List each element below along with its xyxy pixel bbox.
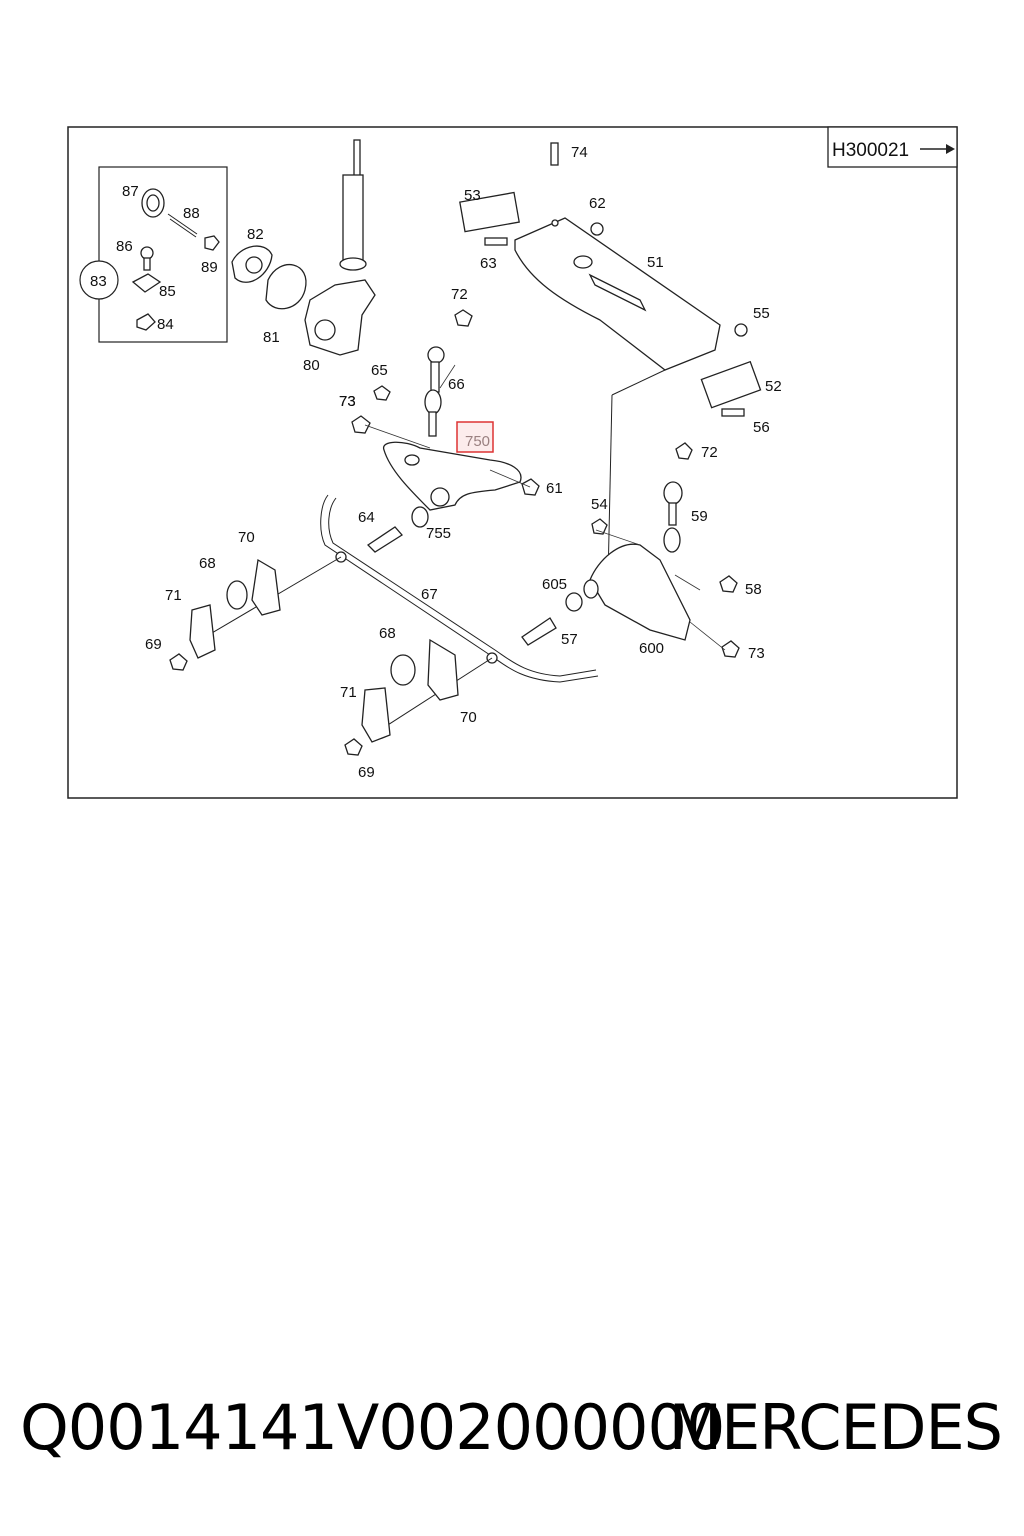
callout-label: 59 xyxy=(691,508,708,525)
inset-kit-box xyxy=(79,166,228,343)
callout-label: 88 xyxy=(183,205,200,222)
callout-label: 69 xyxy=(358,764,375,781)
callout-label: 73 xyxy=(339,393,356,410)
callout-label: 74 xyxy=(571,144,588,161)
callout-label: 68 xyxy=(379,625,396,642)
callout-label: 85 xyxy=(159,283,176,300)
callout-label: 53 xyxy=(464,187,481,204)
brand-name: MERCEDES xyxy=(668,1391,1003,1464)
control-arm-600 xyxy=(521,442,740,658)
callout-label: 70 xyxy=(238,529,255,546)
callout-label: 82 xyxy=(247,226,264,243)
callout-label: 84 xyxy=(157,316,174,333)
highlight-750 xyxy=(456,421,494,453)
callout-label: 71 xyxy=(165,587,182,604)
reference-code: H300021 xyxy=(832,140,909,161)
callout-label: 83 xyxy=(90,273,107,290)
callout-label: 70 xyxy=(460,709,477,726)
callout-label: 755 xyxy=(426,525,451,542)
leader-lines xyxy=(364,364,726,651)
diagram-frame xyxy=(67,126,958,799)
callout-label: 72 xyxy=(701,444,718,461)
callout-label: 65 xyxy=(371,362,388,379)
callout-label: 64 xyxy=(358,509,375,526)
callout-label: 600 xyxy=(639,640,664,657)
callout-labels: 87 88 86 89 83 85 84 82 81 80 73 72 65 66 73 750 61 64 755… xyxy=(90,144,782,781)
callout-label: 51 xyxy=(647,254,664,271)
callout-label: 89 xyxy=(201,259,218,276)
callout-label: 73 xyxy=(748,645,765,662)
callout-label: 61 xyxy=(546,480,563,497)
bushing-755 xyxy=(366,506,429,553)
hub-carrier xyxy=(231,245,376,356)
callout-label: 80 xyxy=(303,357,320,374)
parts-diagram: H300021 xyxy=(67,126,958,799)
subframe xyxy=(459,142,762,581)
callout-label: 69 xyxy=(145,636,162,653)
part-number: Q0014141V002000000 xyxy=(20,1391,725,1464)
callout-label: 63 xyxy=(480,255,497,272)
coupling-rod xyxy=(373,309,473,437)
clamp-right xyxy=(344,638,459,756)
callout-label: 71 xyxy=(340,684,357,701)
callout-label: 52 xyxy=(765,378,782,395)
callout-label: 66 xyxy=(448,376,465,393)
callout-label: 54 xyxy=(591,496,608,513)
callout-label: 86 xyxy=(116,238,133,255)
callout-label: 72 xyxy=(451,286,468,303)
callout-label: 68 xyxy=(199,555,216,572)
callout-label: 67 xyxy=(421,586,438,603)
stabilizer-bar xyxy=(199,494,599,731)
callout-label: 750 xyxy=(465,433,490,450)
control-arm-750 xyxy=(351,415,540,511)
callout-label: 57 xyxy=(561,631,578,648)
callout-label: 605 xyxy=(542,576,567,593)
callout-label: 81 xyxy=(263,329,280,346)
callout-label: 87 xyxy=(122,183,139,200)
footer: Q0014141V002000000 MERCEDES xyxy=(0,1388,1024,1468)
shock-absorber xyxy=(339,139,367,271)
callout-label: 58 xyxy=(745,581,762,598)
callout-label: 55 xyxy=(753,305,770,322)
callout-label: 56 xyxy=(753,419,770,436)
callout-label: 62 xyxy=(589,195,606,212)
reference-box: H300021 xyxy=(827,126,958,168)
clamp-left xyxy=(169,558,281,671)
callout-label: 73 xyxy=(339,393,356,410)
